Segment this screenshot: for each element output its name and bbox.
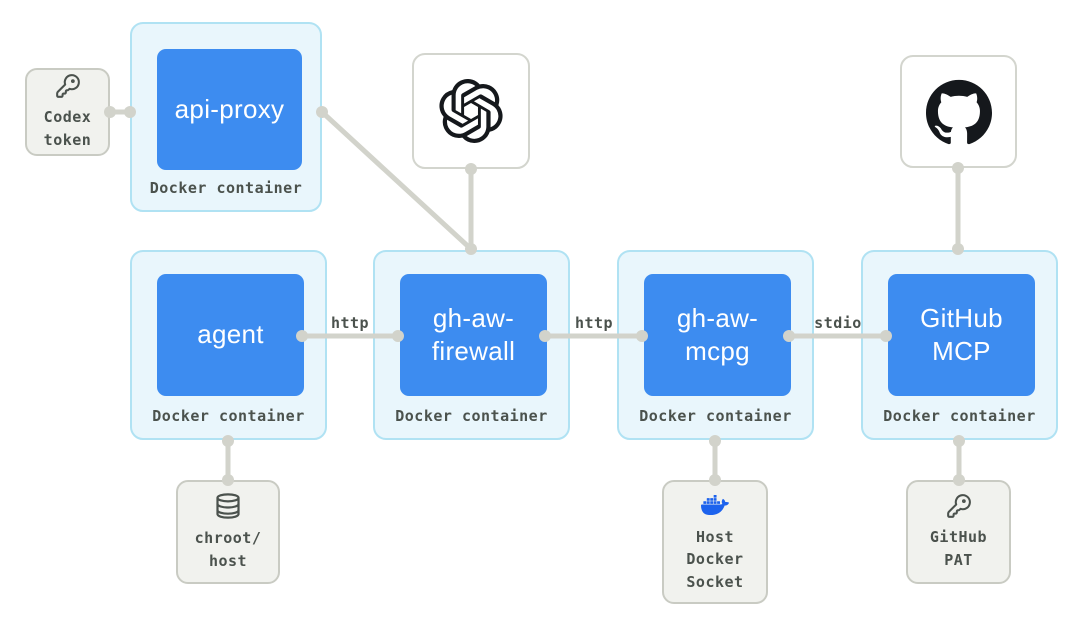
- agent-label: agent: [197, 319, 264, 350]
- api-proxy-node: api-proxy: [157, 49, 302, 170]
- github-mcp-label: GitHub MCP: [920, 302, 1003, 366]
- github-pat-box: GitHub PAT: [906, 480, 1011, 584]
- openai-box: [412, 53, 530, 169]
- edge-label-stdio-mcpg-githubmcp: stdio: [814, 314, 862, 332]
- openai-logo-icon: [439, 79, 503, 143]
- agent-node: agent: [157, 274, 304, 396]
- host-docker-socket-box: Host Docker Socket: [662, 480, 768, 604]
- key-icon: [55, 73, 81, 99]
- edge-label-http-agent-firewall: http: [330, 314, 370, 332]
- container-api-proxy: api-proxy Docker container: [130, 22, 322, 212]
- github-logo-icon: [925, 79, 992, 145]
- docker-icon: [697, 491, 733, 519]
- database-icon: [214, 492, 242, 520]
- docker-container-label: Docker container: [149, 179, 303, 197]
- github-box: [900, 55, 1017, 168]
- github-pat-label: GitHub PAT: [929, 528, 988, 569]
- chroot-host-box: chroot/ host: [176, 480, 280, 584]
- edge-label-http-firewall-mcpg: http: [574, 314, 614, 332]
- gh-aw-firewall-label: gh-aw- firewall: [431, 302, 516, 366]
- gh-aw-firewall-node: gh-aw- firewall: [400, 274, 547, 396]
- key-icon: [946, 493, 972, 519]
- gh-aw-mcpg-node: gh-aw- mcpg: [644, 274, 791, 396]
- docker-container-label: Docker container: [883, 407, 1036, 425]
- container-gh-aw-firewall: gh-aw- firewall Docker container: [373, 250, 570, 440]
- codex-token-box: Codex token: [25, 68, 110, 156]
- github-mcp-node: GitHub MCP: [888, 274, 1035, 396]
- chroot-host-label: chroot/ host: [194, 529, 262, 570]
- docker-container-label: Docker container: [152, 407, 305, 425]
- docker-container-label: Docker container: [639, 407, 792, 425]
- gh-aw-mcpg-label: gh-aw- mcpg: [676, 302, 759, 366]
- container-agent: agent Docker container: [130, 250, 327, 440]
- container-gh-aw-mcpg: gh-aw- mcpg Docker container: [617, 250, 814, 440]
- docker-container-label: Docker container: [395, 407, 548, 425]
- container-github-mcp: GitHub MCP Docker container: [861, 250, 1058, 440]
- api-proxy-label: api-proxy: [174, 93, 285, 124]
- host-docker-socket-label: Host Docker Socket: [686, 527, 744, 591]
- codex-token-label: Codex token: [43, 108, 92, 149]
